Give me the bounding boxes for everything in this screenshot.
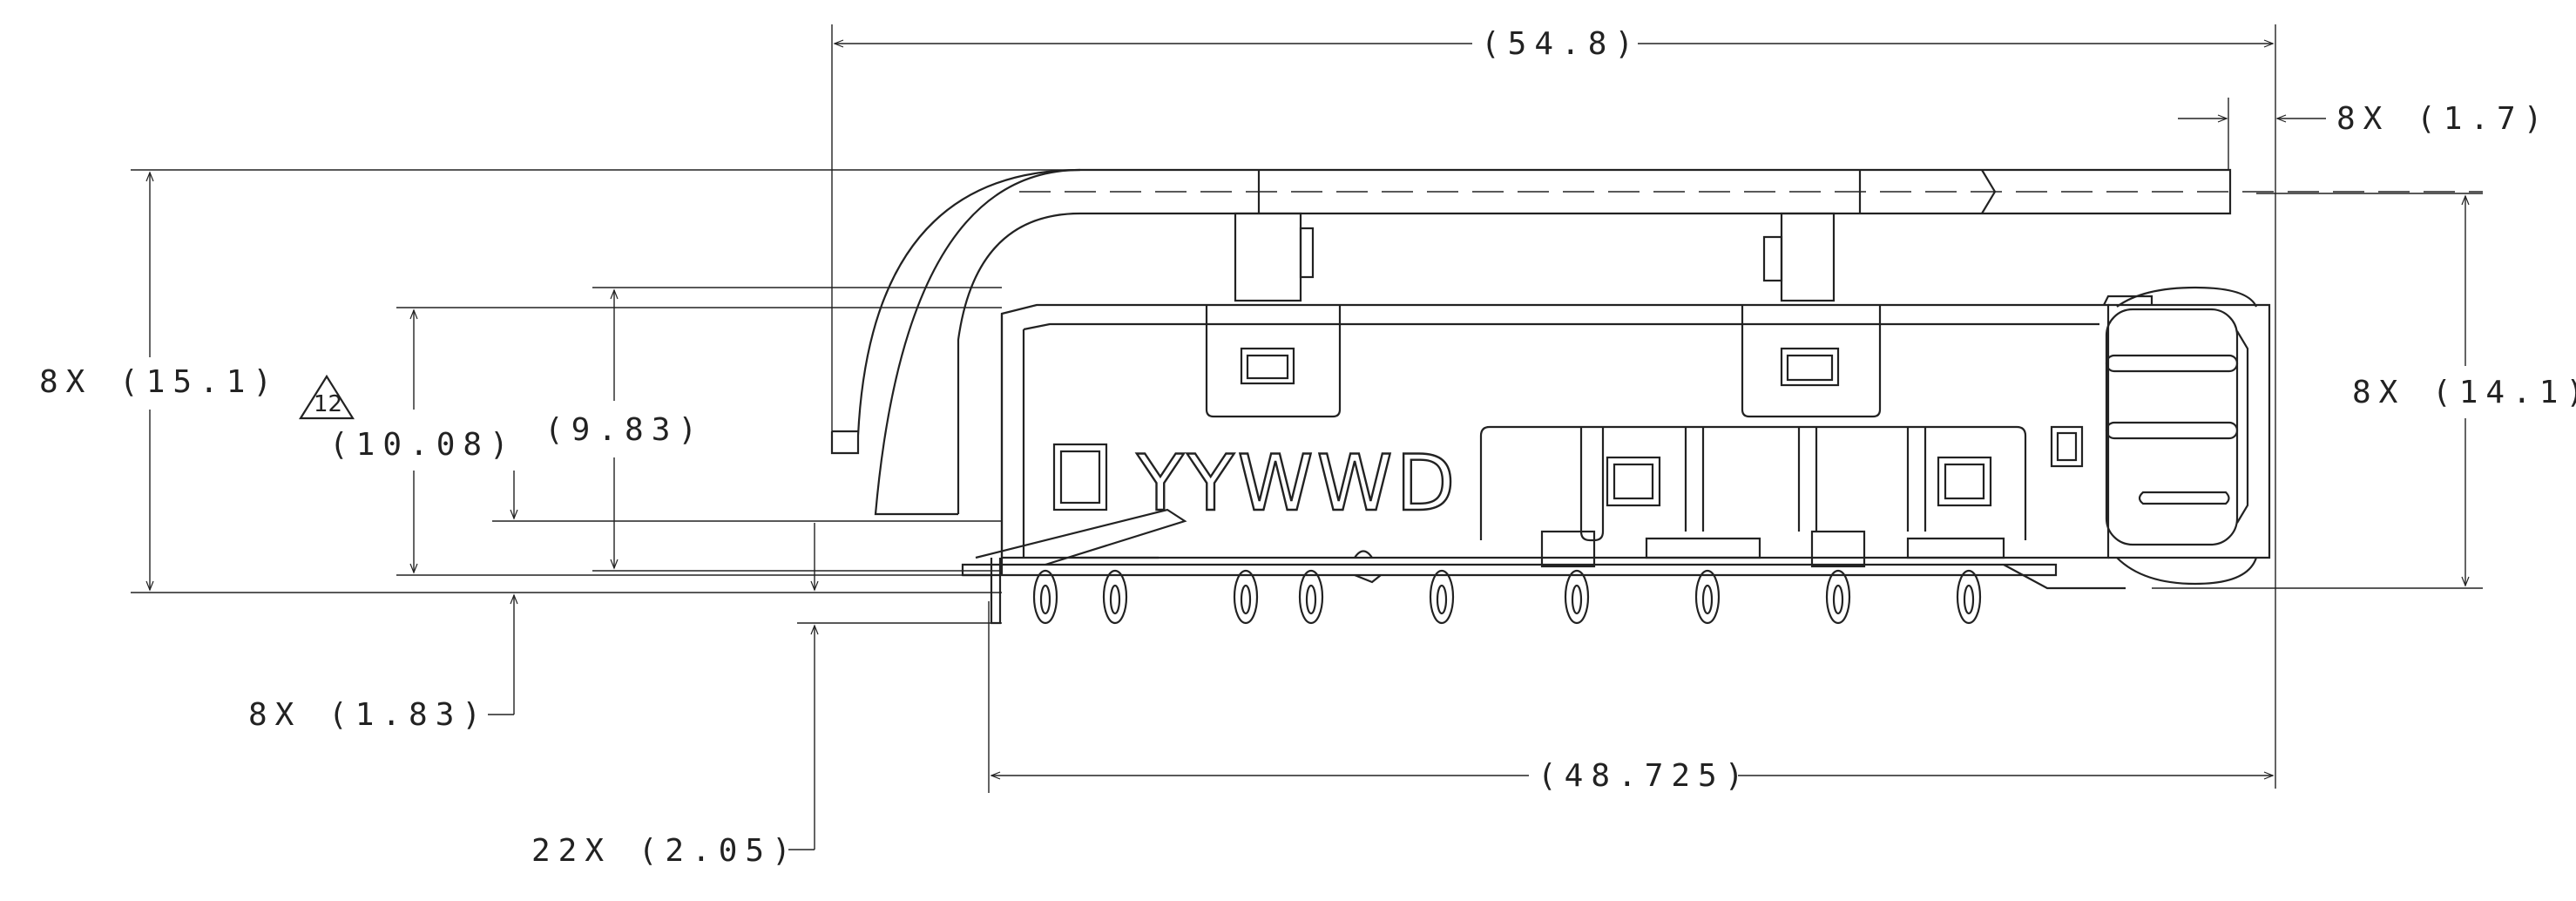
dim-pin-length-label: 22X (2.05)	[531, 833, 799, 869]
pin	[1956, 569, 1982, 625]
dim-pin-length: 22X (2.05)	[531, 523, 1002, 869]
cage-base	[961, 508, 2126, 590]
note-flag-number: 12	[314, 391, 342, 417]
dim-height-983-label: (9.83)	[544, 412, 705, 448]
pin	[1102, 569, 1128, 625]
support-posts	[1234, 212, 1836, 302]
dim-overall-length: (54.8)	[831, 24, 2276, 789]
dim-height-983: (9.83)	[544, 287, 1002, 572]
pin	[1298, 569, 1324, 625]
pin	[1694, 569, 1721, 625]
pin	[1564, 569, 1590, 625]
dim-tab-length-label: 8X (1.7)	[2336, 101, 2550, 137]
dim-tab-length: 8X (1.7)	[2178, 98, 2550, 170]
dim-standoff: 8X (1.83)	[248, 471, 1002, 733]
dim-overall-length-label: (54.8)	[1481, 26, 1641, 62]
dim-standoff-label: 8X (1.83)	[248, 697, 489, 733]
pin	[1233, 569, 1259, 625]
dim-cage-height-label: 8X (14.1)	[2352, 375, 2576, 410]
dim-height-1008-label: (10.08)	[329, 427, 517, 463]
dim-cage-length-label: (48.725)	[1538, 758, 1751, 794]
dim-total-height-label: 8X (15.1)	[39, 364, 280, 400]
dim-total-height: 8X (15.1)	[39, 169, 1080, 593]
heatsink-rail	[830, 168, 2483, 516]
pin	[1825, 569, 1851, 625]
dim-cage-length: (48.725)	[988, 601, 2275, 794]
pin	[1032, 569, 1058, 625]
front-bezel	[2105, 286, 2271, 586]
pin	[1429, 569, 1455, 625]
dim-height-1008: (10.08)	[329, 307, 1002, 576]
cage-body	[1000, 295, 2153, 575]
part-marking: YYWWD	[1136, 438, 1458, 528]
note-flag-triangle: 12	[299, 374, 355, 420]
dim-cage-height: 8X (14.1)	[2152, 193, 2576, 589]
press-fit-pins	[963, 558, 1982, 625]
